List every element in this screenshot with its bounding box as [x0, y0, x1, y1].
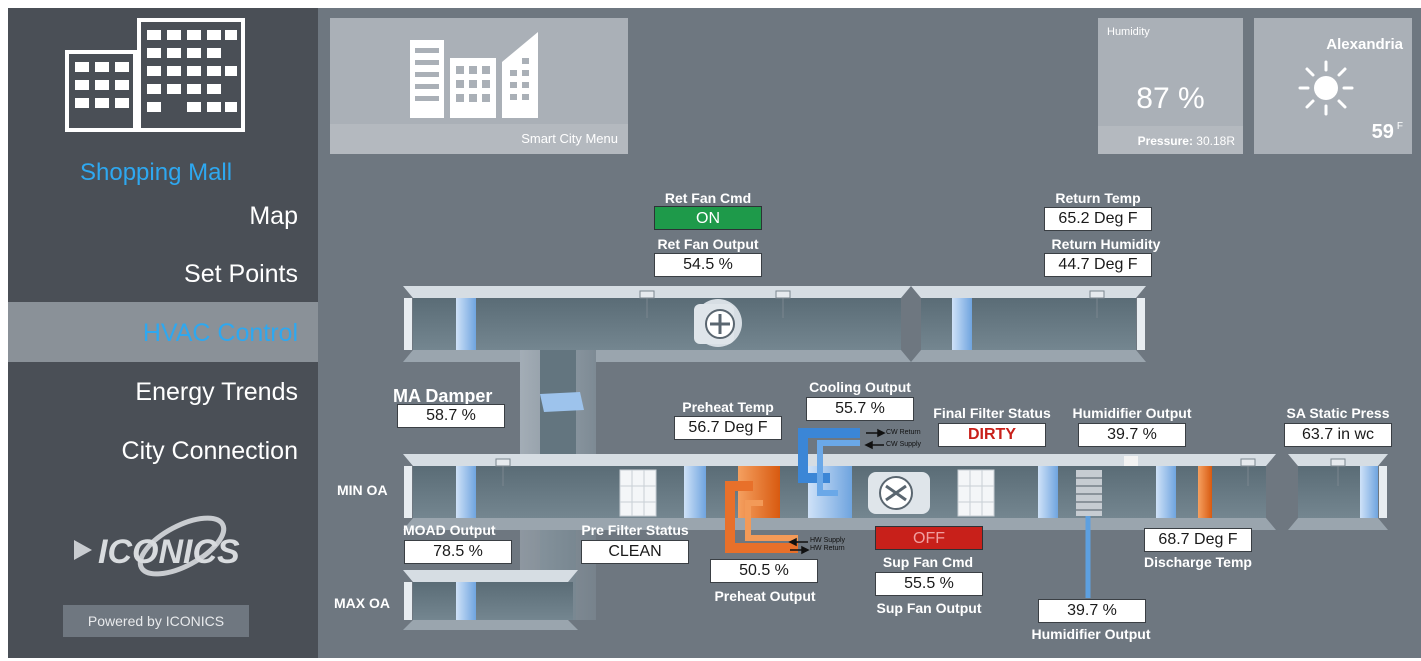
cw-return-label: CW Return [886, 429, 921, 436]
return-temp-value: 65.2 Deg F [1044, 207, 1152, 231]
inlet-grilles [404, 298, 1387, 620]
pressure-readout: Pressure: 30.18R [1138, 134, 1235, 148]
pre-filter-status-label: Pre Filter Status [581, 522, 689, 538]
sidebar: Shopping Mall Map Set Points HVAC Contro… [8, 8, 318, 658]
max-oa-label: MAX OA [334, 595, 390, 611]
sup-fan-cmd-label: Sup Fan Cmd [882, 554, 974, 570]
supply-fan-icon [868, 472, 930, 514]
pressure-value: 30.18R [1196, 134, 1235, 148]
humidity-label: Humidity [1107, 26, 1150, 38]
sup-fan-output-label: Sup Fan Output [876, 600, 982, 616]
humidifier-output-value: 39.7 % [1078, 423, 1186, 447]
city-buildings-icon [410, 32, 538, 118]
sun-icon [1298, 60, 1354, 116]
cooling-output-value: 55.7 % [806, 397, 914, 421]
ret-fan-output-value: 54.5 % [654, 253, 762, 277]
hvac-dashboard: Shopping Mall Map Set Points HVAC Contro… [8, 8, 1421, 658]
pre-filter-status-value: CLEAN [581, 540, 689, 564]
smart-city-menu-label: Smart City Menu [521, 131, 618, 146]
moad-output-label: MOAD Output [403, 522, 496, 538]
sensors [495, 290, 1346, 486]
humidifier-output-2-label: Humidifier Output [1031, 626, 1151, 642]
tile-footer [1098, 126, 1243, 154]
ma-damper-label: MA Damper [393, 386, 493, 406]
nav-item-hvac-control[interactable]: HVAC Control [142, 319, 298, 347]
city-name: Alexandria [1326, 36, 1403, 53]
humidifier [1076, 456, 1138, 598]
return-temp-label: Return Temp [1055, 190, 1141, 206]
return-humidity-label: Return Humidity [1051, 236, 1161, 252]
nav-item-city-connection[interactable]: City Connection [121, 437, 298, 465]
cooling-output-label: Cooling Output [809, 379, 911, 395]
ret-fan-cmd-status[interactable]: ON [654, 206, 762, 230]
preheat-temp-value: 56.7 Deg F [674, 416, 782, 440]
ret-fan-cmd-label: Ret Fan Cmd [664, 190, 752, 206]
discharge-temp-label: Discharge Temp [1144, 554, 1252, 570]
site-title: Shopping Mall [80, 159, 233, 186]
reheat-coil [1198, 466, 1212, 518]
ma-damper-value: 58.7 % [397, 404, 505, 428]
iconics-logo-icon: ICONICS [74, 515, 240, 577]
temperature-value: 59 [1371, 121, 1394, 143]
filters [619, 469, 995, 517]
temperature-unit: F [1396, 121, 1403, 132]
final-filter-status-value: DIRTY [938, 423, 1046, 447]
sa-static-press-label: SA Static Press [1286, 405, 1390, 421]
tile-footer [330, 124, 628, 154]
preheat-output-value: 50.5 % [710, 559, 818, 583]
cooling-coil [798, 428, 860, 518]
return-duct-right [911, 286, 1146, 362]
powered-by-badge[interactable]: Powered by ICONICS [63, 605, 249, 637]
humidifier-output-label: Humidifier Output [1072, 405, 1192, 421]
pipe-arrows [788, 428, 886, 555]
preheat-output-label: Preheat Output [714, 588, 816, 604]
damper-louvers [456, 298, 1378, 620]
return-duct-left [403, 286, 911, 362]
return-fan-icon [694, 299, 742, 347]
pressure-label: Pressure: [1137, 134, 1193, 148]
ret-fan-output-label: Ret Fan Output [657, 236, 759, 252]
sa-static-press-value: 63.7 in wc [1284, 423, 1392, 447]
nav-item-energy-trends[interactable]: Energy Trends [135, 378, 298, 406]
cw-supply-label: CW Supply [886, 441, 922, 448]
moad-output-value: 78.5 % [404, 540, 512, 564]
humidity-tile: Humidity 87 % Pressure: 30.18R [1098, 18, 1243, 154]
preheat-temp-label: Preheat Temp [682, 399, 774, 415]
return-humidity-value: 44.7 Deg F [1044, 253, 1152, 277]
ahu-ductwork-diagram [403, 286, 1388, 630]
sup-fan-output-value: 55.5 % [875, 572, 983, 596]
nav-item-set-points[interactable]: Set Points [184, 260, 298, 288]
discharge-temp-value: 68.7 Deg F [1144, 528, 1252, 552]
preheat-coil [725, 466, 798, 553]
min-oa-label: MIN OA [337, 482, 388, 498]
hw-return-label: HW Return [810, 545, 845, 552]
max-oa-duct [403, 570, 578, 630]
sup-fan-cmd-status[interactable]: OFF [875, 526, 983, 550]
nav-item-map[interactable]: Map [249, 202, 298, 230]
humidifier-output-2-value: 39.7 % [1038, 599, 1146, 623]
final-filter-status-label: Final Filter Status [933, 405, 1051, 421]
humidity-value: 87 % [1136, 82, 1205, 115]
nav-active-highlight [8, 302, 318, 362]
buildings-logo-icon [65, 18, 245, 132]
smart-city-menu-tile[interactable]: Smart City Menu [330, 18, 628, 154]
hw-supply-label: HW Supply [810, 537, 846, 544]
svg-text:ICONICS: ICONICS [98, 533, 240, 571]
